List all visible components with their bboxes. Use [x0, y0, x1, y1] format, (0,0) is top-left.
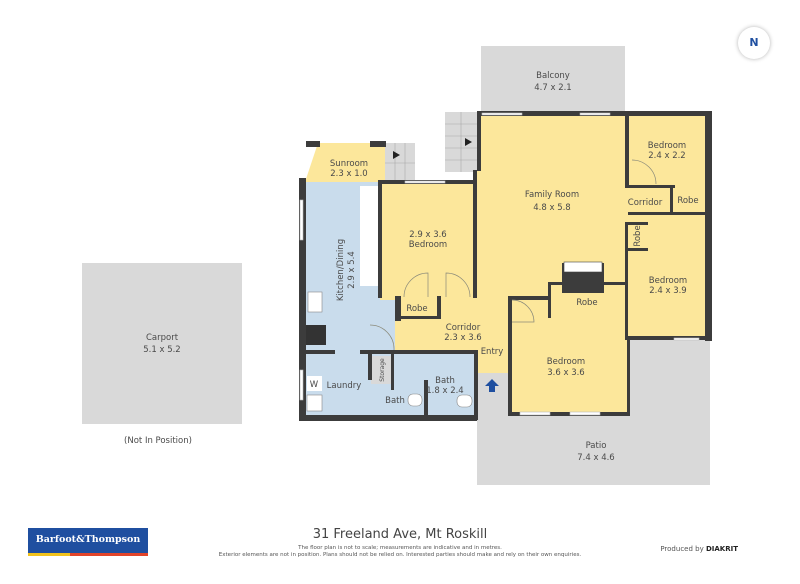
sunroom [305, 143, 385, 182]
compass-label: N [749, 36, 759, 49]
washer [307, 376, 322, 391]
door [511, 299, 535, 323]
balcony-size: 4.7 x 2.1 [534, 83, 571, 93]
logo-text: Barfoot&Thompson [35, 534, 141, 545]
stair-arrow-icon [465, 138, 472, 146]
bedroom-s-size: 3.6 x 3.6 [547, 368, 584, 378]
carport-size: 5.1 x 5.2 [143, 345, 180, 355]
disclaimer-line-1: The floor plan is not to scale; measurem… [298, 545, 502, 551]
entry-name: Entry [481, 347, 504, 357]
storage [371, 356, 391, 384]
door [369, 324, 395, 351]
bedroom-w-name: Bedroom [409, 240, 447, 250]
east-wing [627, 115, 710, 338]
bedroom-e-name: Bedroom [649, 276, 687, 286]
door [445, 272, 471, 298]
carport-note: (Not In Position) [124, 436, 192, 446]
sunroom-name: Sunroom [330, 159, 368, 169]
robe-e-name: Robe [633, 225, 643, 246]
storage-name: Storage [379, 358, 386, 382]
north-compass-icon: N [738, 27, 770, 59]
carport-name: Carport [146, 333, 179, 343]
bedroom-ne-size: 2.4 x 2.2 [648, 151, 685, 161]
logo-stripe [28, 553, 148, 556]
window [569, 411, 601, 416]
balcony-name: Balcony [536, 71, 570, 81]
entry-arrow-icon [485, 379, 499, 392]
corridor-name: Corridor [446, 323, 481, 333]
kitchen-name: Kitchen/Dining [336, 239, 346, 301]
family-room-size: 4.8 x 5.8 [533, 203, 570, 213]
door [403, 272, 429, 298]
stair-lines [385, 112, 477, 183]
window [481, 112, 523, 116]
disclaimer-line-2: Exterior elements are not in position. P… [218, 552, 582, 558]
bath-name: Bath [435, 376, 455, 386]
corridor-e-name: Corridor [628, 198, 663, 208]
window [579, 112, 611, 116]
stair-arrow-icon [393, 151, 400, 159]
window [673, 337, 700, 341]
bedroom-s-name: Bedroom [547, 357, 585, 367]
bedroom-w-size: 2.9 x 3.6 [409, 230, 446, 240]
fireplace-hearth [563, 261, 603, 273]
window [299, 199, 304, 241]
stove-icon [306, 325, 326, 345]
balcony [481, 46, 625, 115]
patio-name: Patio [586, 441, 607, 451]
bedroom-ne-name: Bedroom [648, 141, 686, 151]
patio-size: 7.4 x 4.6 [577, 453, 614, 463]
corridor-size: 2.3 x 3.6 [444, 333, 481, 343]
window [519, 411, 551, 416]
robe-w-name: Robe [406, 304, 427, 314]
carport [82, 263, 242, 424]
window [404, 180, 446, 184]
brand-logo: Barfoot&Thompson [28, 528, 148, 556]
laundry-tub-icon [306, 394, 323, 412]
bath-small-name: Bath [385, 396, 405, 406]
robe-ne-name: Robe [677, 196, 698, 206]
bedroom-south [510, 290, 627, 413]
address-title: 31 Freeland Ave, Mt Roskill [312, 527, 488, 542]
sunroom-size: 2.3 x 1.0 [330, 169, 367, 179]
produced-by-label: Produced by [660, 545, 704, 553]
bedroom-west [380, 182, 477, 300]
washer-label: W [310, 380, 319, 390]
producer-name: DIAKRIT [705, 545, 738, 553]
kitchen-size: 2.9 x 5.4 [347, 251, 357, 288]
robe-center-name: Robe [576, 298, 597, 308]
family-room-name: Family Room [525, 190, 579, 200]
window [299, 369, 304, 401]
produced-by: Produced by DIAKRIT [660, 545, 738, 553]
laundry-name: Laundry [327, 381, 362, 391]
bedroom-e-size: 2.4 x 3.9 [649, 286, 686, 296]
bath-size: 1.8 x 2.4 [426, 386, 463, 396]
bench [360, 186, 378, 286]
door [631, 159, 657, 185]
toilet-icon [407, 393, 423, 407]
toilet-icon [456, 394, 473, 408]
sink-icon [307, 291, 323, 313]
